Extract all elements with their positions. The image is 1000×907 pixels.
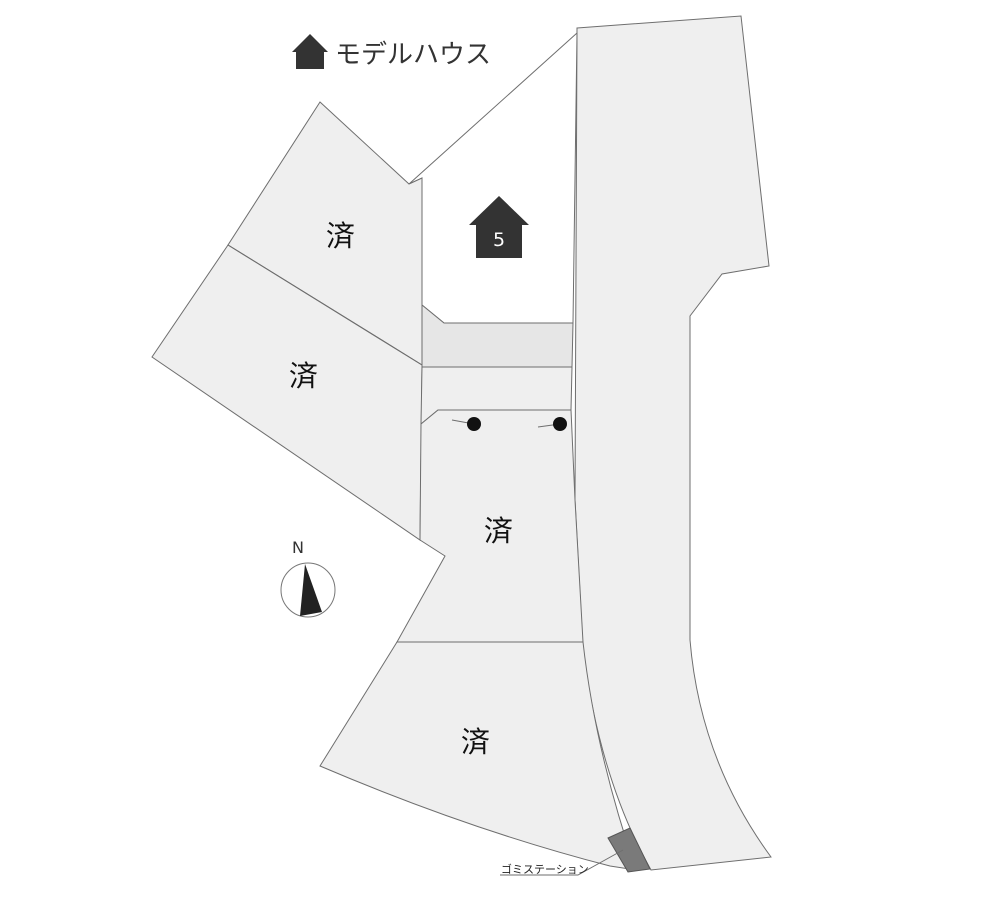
lot-status-label: 済 — [484, 514, 513, 548]
utility-pole-2 — [537, 417, 567, 431]
north-label: N — [292, 538, 304, 557]
lot-status-label: 済 — [461, 725, 490, 759]
access-path-upper — [421, 303, 574, 368]
garbage-station: ゴミステーション — [500, 827, 651, 876]
utility-pole-1 — [451, 417, 481, 431]
house-icon: 5 — [469, 196, 529, 258]
road-area — [574, 15, 772, 871]
house-icon — [292, 34, 328, 69]
legend: モデルハウス — [292, 34, 491, 70]
legend-label: モデルハウス — [335, 40, 491, 70]
lot-status-label: 済 — [326, 219, 355, 253]
garbage-station-label: ゴミステーション — [501, 862, 589, 876]
lot-model-house — [408, 31, 578, 324]
lot-bottom — [319, 641, 637, 871]
north-compass: N — [280, 538, 336, 618]
compass-arrow-icon — [300, 564, 322, 616]
lot-upper — [227, 101, 423, 366]
lot-status-label: 済 — [289, 359, 318, 393]
lot-number: 5 — [493, 229, 505, 251]
